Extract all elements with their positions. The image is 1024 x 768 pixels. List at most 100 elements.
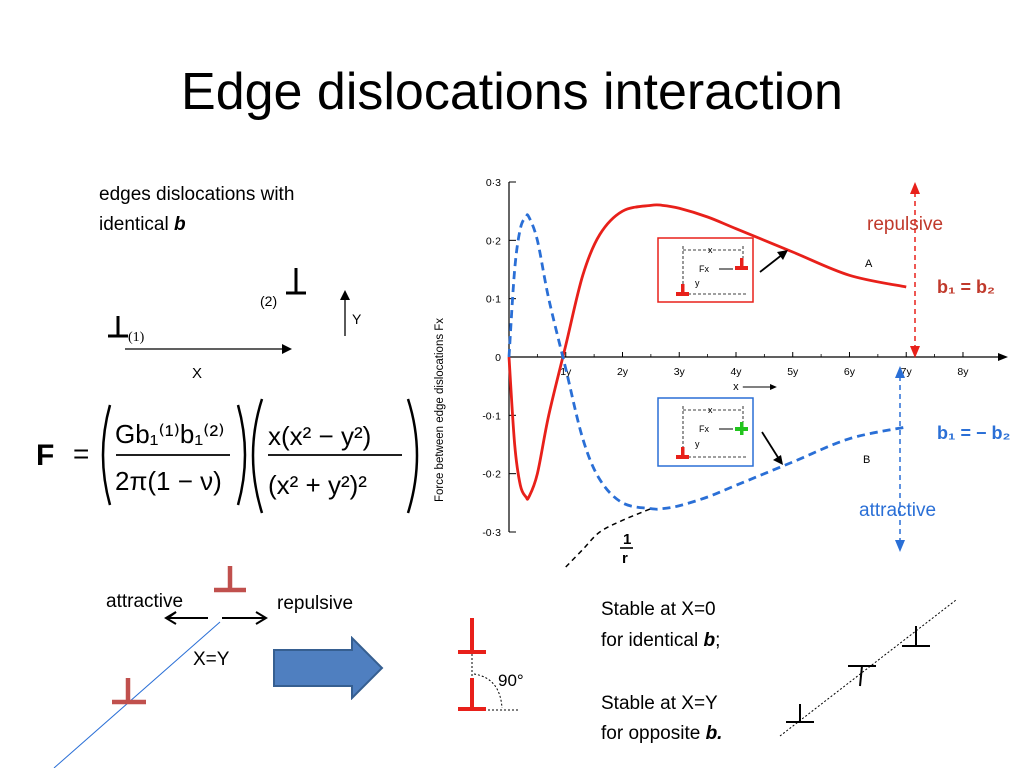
y-tick-label: 0·1	[486, 294, 501, 306]
x-axis-arrowhead	[282, 344, 292, 354]
attractive-label: attractive	[859, 500, 936, 521]
inset-a: x Fx y	[657, 237, 754, 303]
y-tick-label: -0·1	[482, 410, 501, 422]
chart-series	[507, 203, 907, 568]
x-axis-title-arrowhead	[770, 384, 777, 390]
y-axis-title: Force between edge dislocations Fx	[434, 318, 446, 502]
y-tick-label: -0·3	[482, 527, 501, 539]
label-dislocation-2: (2)	[260, 293, 277, 309]
wall-dotted-line	[779, 599, 957, 737]
stable-line-4-var: b.	[705, 723, 723, 744]
bottom-dislocation-symbol	[112, 678, 146, 705]
repulsive-text: repulsive	[277, 593, 354, 614]
stable-line-1: Stable at X=0	[601, 599, 716, 620]
formula-denominator-2: (x² + y²)²	[268, 470, 367, 500]
dislocation-1-symbol	[108, 316, 128, 338]
y-tick-label: 0·2	[486, 235, 501, 247]
inset-b-pointer	[761, 431, 783, 465]
formula-numerator-2: x(x² − y²)	[268, 421, 371, 451]
curve-b-label: B	[863, 454, 870, 466]
label-dislocation-1: (1)	[128, 330, 145, 345]
inset-a-dislocation-bottom	[676, 284, 689, 296]
inverse-r-numerator: 1	[623, 531, 631, 548]
b-opposite-label: b₁ = − b₂	[937, 423, 1010, 443]
formula-equals: =	[73, 438, 89, 469]
upper-dislocation-symbol	[458, 618, 486, 654]
dislocation-2-symbol	[286, 268, 306, 295]
series-a-line	[507, 203, 907, 501]
y-tick-label: -0·2	[482, 469, 501, 481]
inset-a-y: y	[695, 278, 700, 288]
wall-dislocation-bottom	[786, 704, 814, 723]
stable-line-2-suffix: ;	[715, 630, 721, 651]
right-angle-diagram: 90°	[458, 618, 524, 711]
inset-a-pointer	[759, 250, 788, 273]
inset-b-x: x	[708, 405, 713, 415]
inset-b-fx: Fx	[699, 424, 709, 434]
wall-dislocation-middle	[848, 665, 876, 687]
inset-a-fx: Fx	[699, 264, 709, 274]
description-line-2: identical b	[99, 210, 186, 240]
burgers-vector-b: b	[174, 214, 186, 235]
line-x-equals-y	[53, 621, 221, 768]
x-tick-label: 3y	[674, 366, 686, 378]
dislocation-wall-diagram	[779, 599, 957, 737]
x-axis-title: x	[733, 381, 739, 393]
attractive-text: attractive	[106, 591, 184, 612]
y-tick-label: 0	[495, 352, 501, 364]
inset-a-dislocation-top	[735, 258, 748, 270]
x-tick-label: 8y	[957, 366, 969, 378]
x-tick-label: 6y	[844, 366, 856, 378]
b-equal-label: b₁ = b₂	[937, 277, 995, 297]
inset-b: x Fx y	[657, 397, 754, 467]
inset-b-y: y	[695, 439, 700, 449]
bracket-1-left	[101, 404, 112, 506]
repulsive-label: repulsive	[867, 214, 943, 235]
angle-label: 90°	[498, 671, 524, 690]
attractive-arrow	[895, 366, 905, 552]
stable-line-2-prefix: for identical	[601, 630, 704, 651]
bracket-1-right	[236, 404, 247, 506]
formula-numerator-1: Gb₁⁽¹⁾b₁⁽²⁾	[115, 419, 225, 449]
stable-line-2-var: b	[703, 630, 716, 651]
bracket-2-left	[251, 398, 264, 514]
bottom-left-diagram	[53, 566, 268, 768]
x-axis-label: X	[192, 365, 202, 382]
y-axis-arrowhead	[340, 290, 350, 300]
y-axis-label: Y	[352, 311, 362, 327]
top-dislocation-symbol	[214, 566, 246, 593]
stable-line-4-prefix: for opposite	[601, 723, 706, 744]
x-tick-label: 4y	[730, 366, 742, 378]
description-line-1: edges dislocations with	[99, 184, 295, 205]
transition-arrow	[273, 636, 384, 700]
bracket-2-right	[406, 398, 419, 514]
y-tick-label: 0·3	[486, 177, 501, 189]
formula-lhs: F	[36, 439, 54, 472]
slide-title: Edge dislocations interaction	[181, 63, 843, 121]
x-axis-arrowhead	[998, 353, 1008, 361]
formula-denominator-1: 2π(1 − ν)	[115, 466, 222, 496]
x-equals-y-text: X=Y	[193, 649, 230, 670]
inset-b-dislocation-bottom	[676, 447, 689, 459]
repulsive-arrow	[910, 182, 920, 358]
stable-line-2: for identical b;	[601, 626, 720, 656]
x-tick-label: 7y	[901, 366, 913, 378]
inverse-r-denominator: r	[622, 550, 628, 567]
stable-line-4: for opposite b.	[601, 719, 722, 749]
force-formula: F = Gb₁⁽¹⁾b₁⁽²⁾ 2π(1 − ν) x(x² − y²) (x²…	[36, 398, 419, 514]
attractive-direction-arrow	[164, 611, 208, 625]
x-tick-label: 2y	[617, 366, 629, 378]
stable-line-3: Stable at X=Y	[601, 693, 718, 714]
description-line-2-prefix: identical	[99, 214, 174, 235]
lower-dislocation-symbol	[458, 678, 486, 711]
configuration-diagram: (1) X (2) Y	[108, 268, 362, 382]
inset-b-dislocation-top	[735, 422, 748, 435]
wall-dislocation-top	[902, 626, 930, 647]
inset-a-x: x	[708, 245, 713, 255]
series-inverse-r-line	[565, 507, 652, 568]
x-tick-label: 1y	[560, 366, 572, 378]
force-chart: Force between edge dislocations Fx 0·3 0·…	[434, 177, 1010, 568]
curve-a-label: A	[865, 258, 873, 270]
repulsive-direction-arrow	[222, 611, 268, 625]
